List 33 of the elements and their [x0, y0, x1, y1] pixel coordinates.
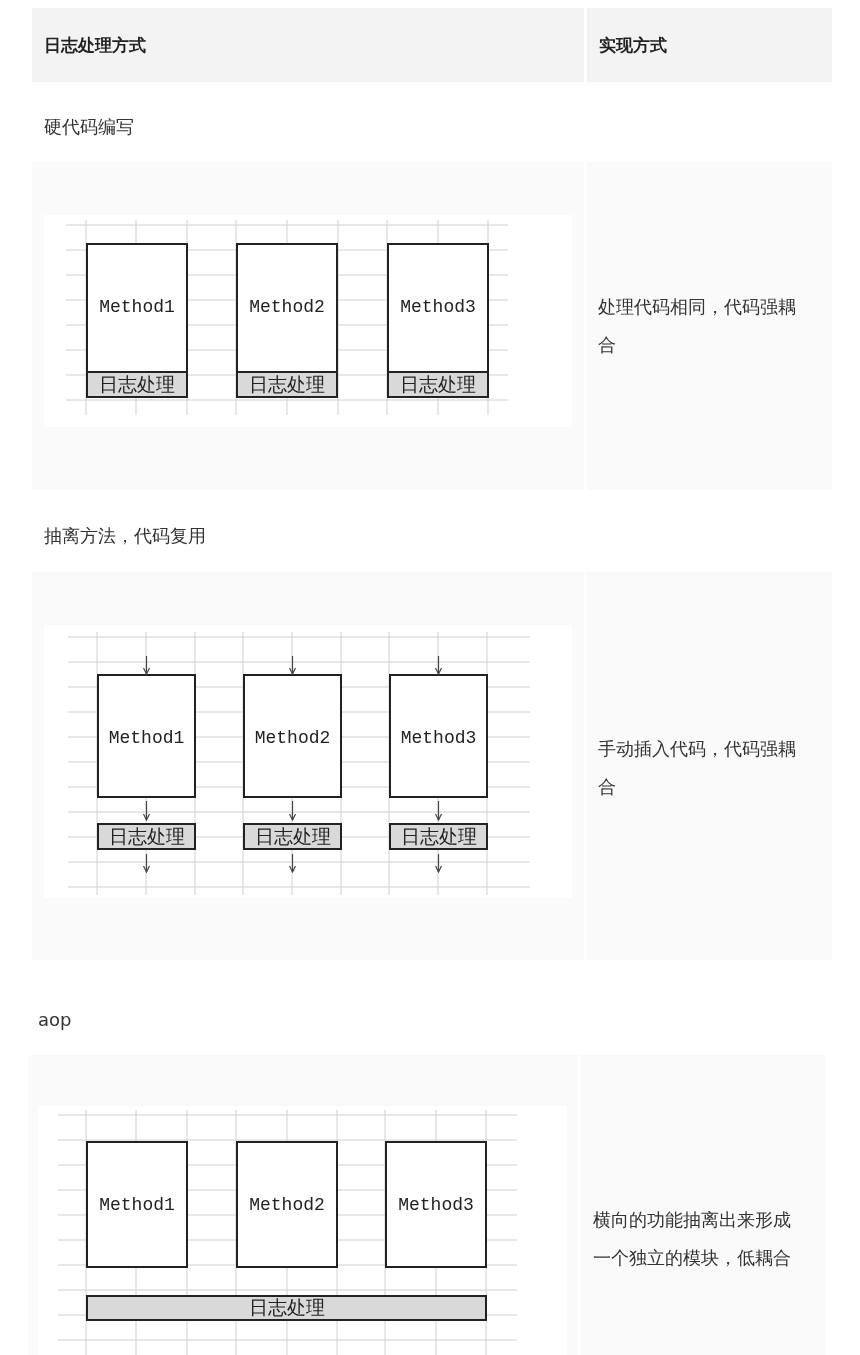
section-heading: aop [38, 1008, 72, 1032]
method-box: Method3 日志处理 [387, 243, 489, 398]
arrow [434, 853, 443, 873]
description-text: 处理代码相同，代码强耦合 [598, 295, 797, 357]
description-text: 横向的功能抽离出来形成一个独立的模块，低耦合 [593, 1208, 792, 1270]
section-heading: 抽离方法，代码复用 [44, 524, 206, 548]
arrow [434, 655, 443, 675]
method-box: Method1 日志处理 [86, 243, 188, 398]
log-handling-bar: 日志处理 [243, 823, 342, 850]
method-box: Method1 [86, 1141, 188, 1268]
arrow [142, 800, 151, 821]
method-box: Method2 [243, 674, 342, 798]
arrow [288, 655, 297, 675]
method-box: Method3 [385, 1141, 487, 1268]
log-handling-bar: 日志处理 [389, 371, 487, 396]
arrow [288, 853, 297, 873]
log-handling-bar: 日志处理 [238, 371, 336, 396]
arrow [142, 655, 151, 675]
log-handling-bar: 日志处理 [389, 823, 488, 850]
arrow [142, 853, 151, 873]
section-heading: 硬代码编写 [44, 115, 134, 139]
method-box: Method3 [389, 674, 488, 798]
arrow [288, 800, 297, 821]
log-handling-bar: 日志处理 [86, 1295, 487, 1321]
log-handling-bar: 日志处理 [97, 823, 196, 850]
method-box: Method2 日志处理 [236, 243, 338, 398]
method-box: Method1 [97, 674, 196, 798]
table-header-cell: 日志处理方式 [32, 8, 584, 82]
method-box: Method2 [236, 1141, 338, 1268]
arrow [434, 800, 443, 821]
table-header-cell: 实现方式 [587, 8, 832, 82]
description-text: 手动插入代码，代码强耦合 [598, 737, 797, 799]
log-handling-bar: 日志处理 [88, 371, 186, 396]
